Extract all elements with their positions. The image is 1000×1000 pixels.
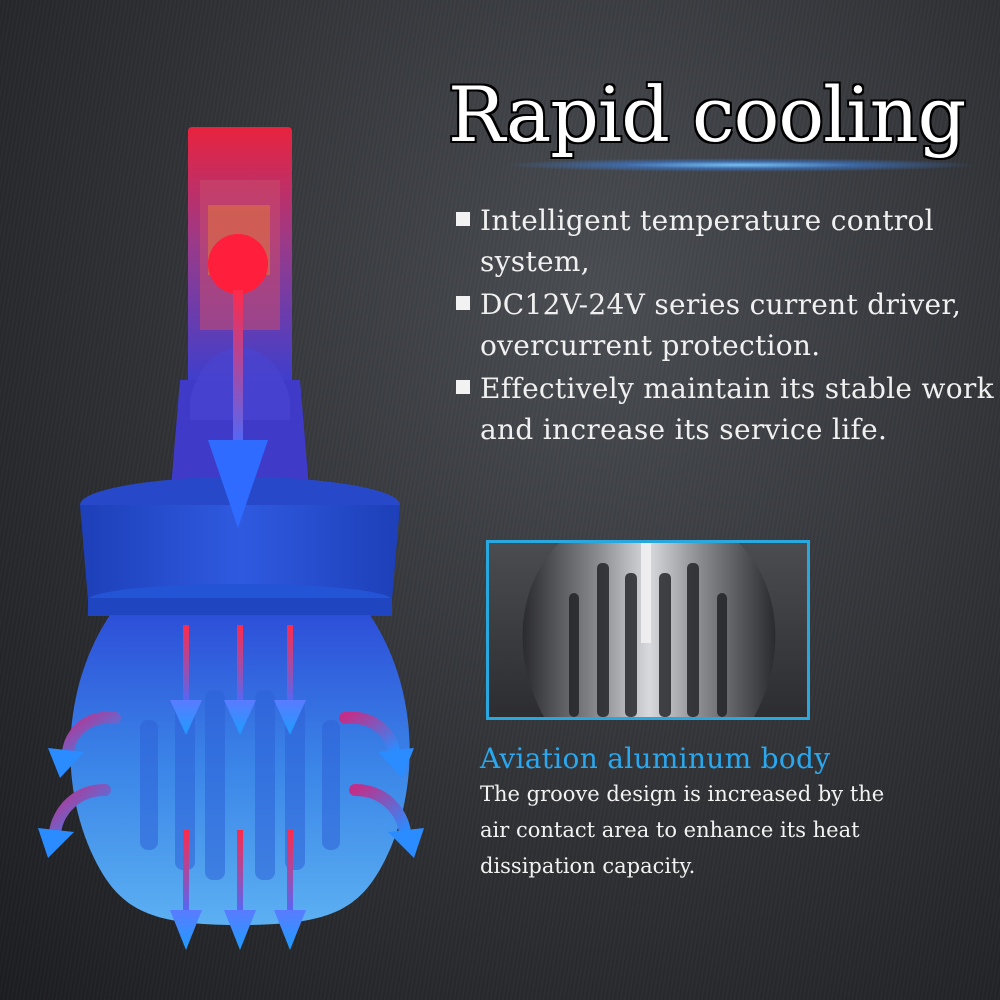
feature-text: Intelligent temperature control system, <box>480 204 934 278</box>
section-heading: Aviation aluminum body <box>480 742 831 775</box>
feature-item: DC12V-24V series current driver, overcur… <box>452 284 1000 366</box>
feature-item: Effectively maintain its stable work and… <box>452 368 1000 450</box>
title-glow <box>500 158 980 172</box>
square-bullet-icon <box>456 296 470 310</box>
square-bullet-icon <box>456 380 470 394</box>
page-title: Rapid cooling <box>448 70 966 159</box>
section-description: The groove design is increased by the ai… <box>480 782 885 878</box>
feature-text: Effectively maintain its stable work and… <box>480 372 994 446</box>
feature-text: DC12V-24V series current driver, overcur… <box>480 288 962 362</box>
feature-item: Intelligent temperature control system, <box>452 200 1000 282</box>
heat-source-dot <box>208 234 268 294</box>
heat-flow-arrow-icon <box>208 440 268 528</box>
led-bulb-illustration <box>38 127 424 950</box>
aluminum-body-closeup <box>486 540 810 720</box>
feature-list: Intelligent temperature control system, … <box>452 200 1000 452</box>
airflow-arrow-icon <box>170 625 306 735</box>
square-bullet-icon <box>456 212 470 226</box>
